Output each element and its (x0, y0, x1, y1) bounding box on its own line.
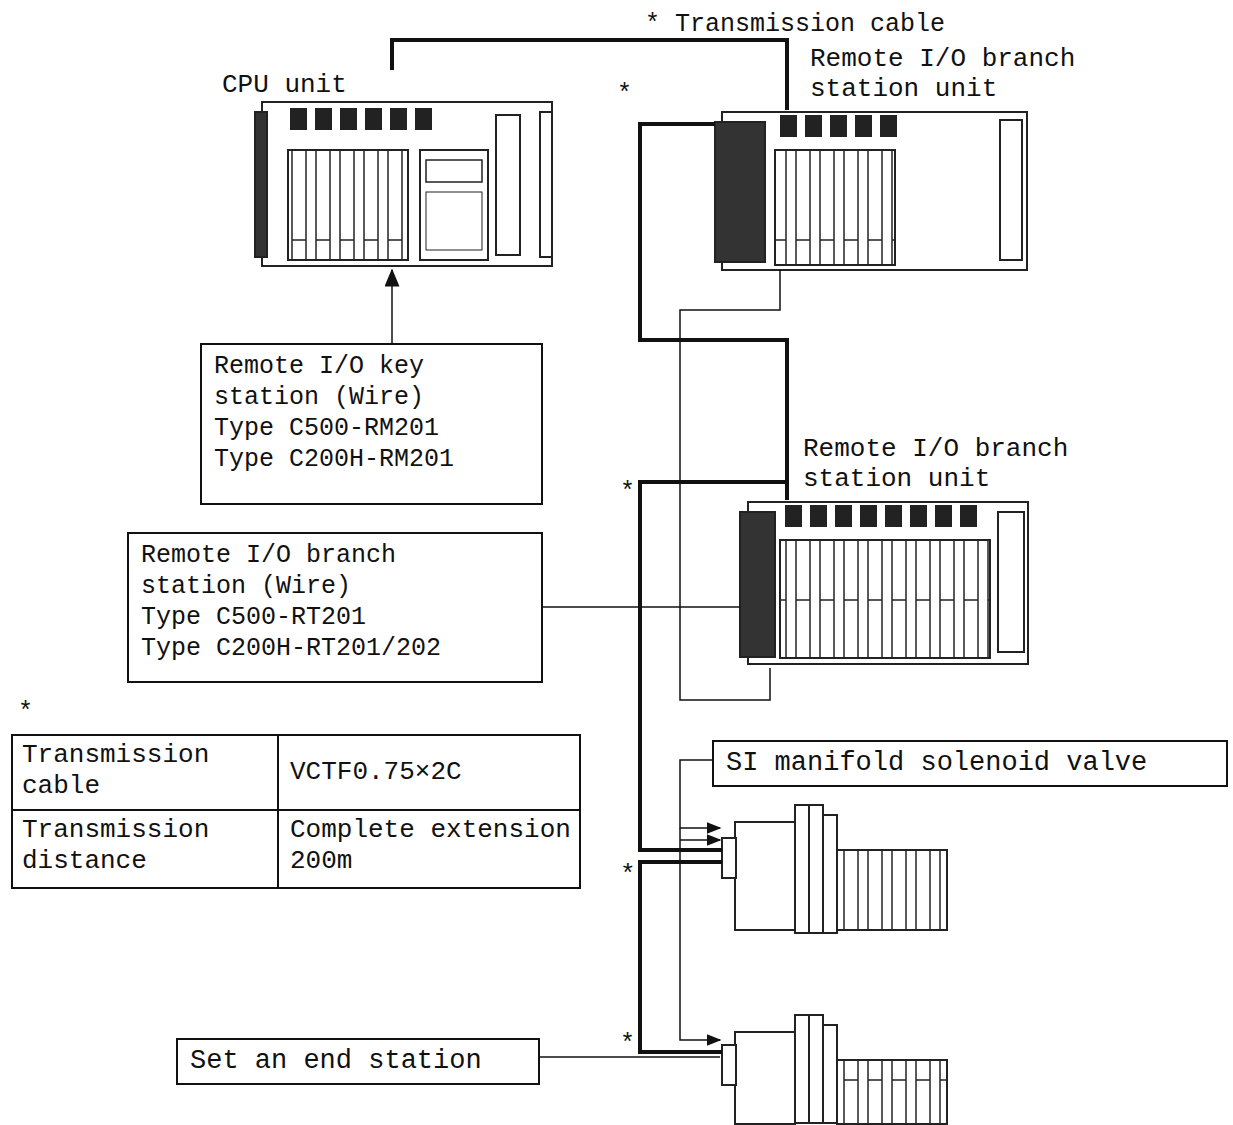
callout-text: Type C200H-RT201/202 (141, 633, 486, 664)
manifold-valve (722, 1015, 947, 1124)
footnote-mark: * (620, 1030, 650, 1059)
equipment-unit: Remote I/O branch station unit (715, 110, 1033, 272)
module-led (835, 505, 852, 527)
module-led (810, 505, 827, 527)
footnote-mark: * (617, 80, 647, 109)
callout-text: Set an end station (190, 1046, 530, 1077)
table-grid (12, 735, 580, 888)
equipment-unit: CPU unit (255, 100, 555, 268)
equipment-unit: Remote I/O branch station unit (740, 500, 1032, 668)
module-led (365, 108, 382, 130)
module-led (960, 505, 977, 527)
leader-line (391, 270, 393, 343)
module-led (315, 108, 332, 130)
callout-box: Remote I/O branch station (Wire)Type C50… (127, 532, 543, 683)
power-wire (540, 270, 780, 1057)
callout-text: SI manifold solenoid valve (726, 748, 1216, 779)
transmission-cable (392, 40, 787, 110)
module-led (860, 505, 877, 527)
footnote-mark: * (620, 478, 650, 507)
branch-rack (715, 112, 1027, 270)
module-led (390, 108, 407, 130)
branch-rack (740, 502, 1028, 664)
cpu-rack (255, 102, 552, 266)
callout-text: Type C500-RM201 (214, 413, 514, 444)
module-led (885, 505, 902, 527)
table-cell: VCTF0.75×2C (290, 757, 575, 788)
transmission-cable (640, 124, 787, 500)
unit-label: Remote I/O branch station unit (800, 434, 1136, 494)
module-led (805, 115, 822, 137)
callout-text: Remote I/O key station (Wire) (214, 351, 514, 413)
unit-label: Remote I/O branch station unit (807, 44, 1143, 104)
manifold-valve (722, 805, 947, 933)
callout-box: SI manifold solenoid valve (712, 740, 1228, 787)
unit-label: CPU unit (219, 70, 415, 100)
module-led (910, 505, 927, 527)
module-led (935, 505, 952, 527)
callout-box: Set an end station (176, 1038, 540, 1085)
module-led (855, 115, 872, 137)
callout-box: Remote I/O key station (Wire)Type C500-R… (200, 343, 543, 505)
cable-label: * Transmission cable (645, 10, 1045, 39)
module-led (290, 108, 307, 130)
module-led (780, 115, 797, 137)
callout-text: Type C500-RT201 (141, 602, 486, 633)
table-cell: * (620, 860, 650, 891)
table-cell: Complete extension 200m (290, 815, 575, 877)
footnote-mark: * (18, 698, 48, 727)
module-led (415, 108, 432, 130)
callout-text: Type C200H-RM201 (214, 444, 514, 475)
table-cell: Transmission cable (22, 740, 272, 802)
module-led (830, 115, 847, 137)
table-cell: Transmission distance (22, 815, 272, 877)
module-led (340, 108, 357, 130)
leader-line (543, 606, 740, 608)
callout-text: Remote I/O branch station (Wire) (141, 540, 486, 602)
module-led (785, 505, 802, 527)
module-led (880, 115, 897, 137)
